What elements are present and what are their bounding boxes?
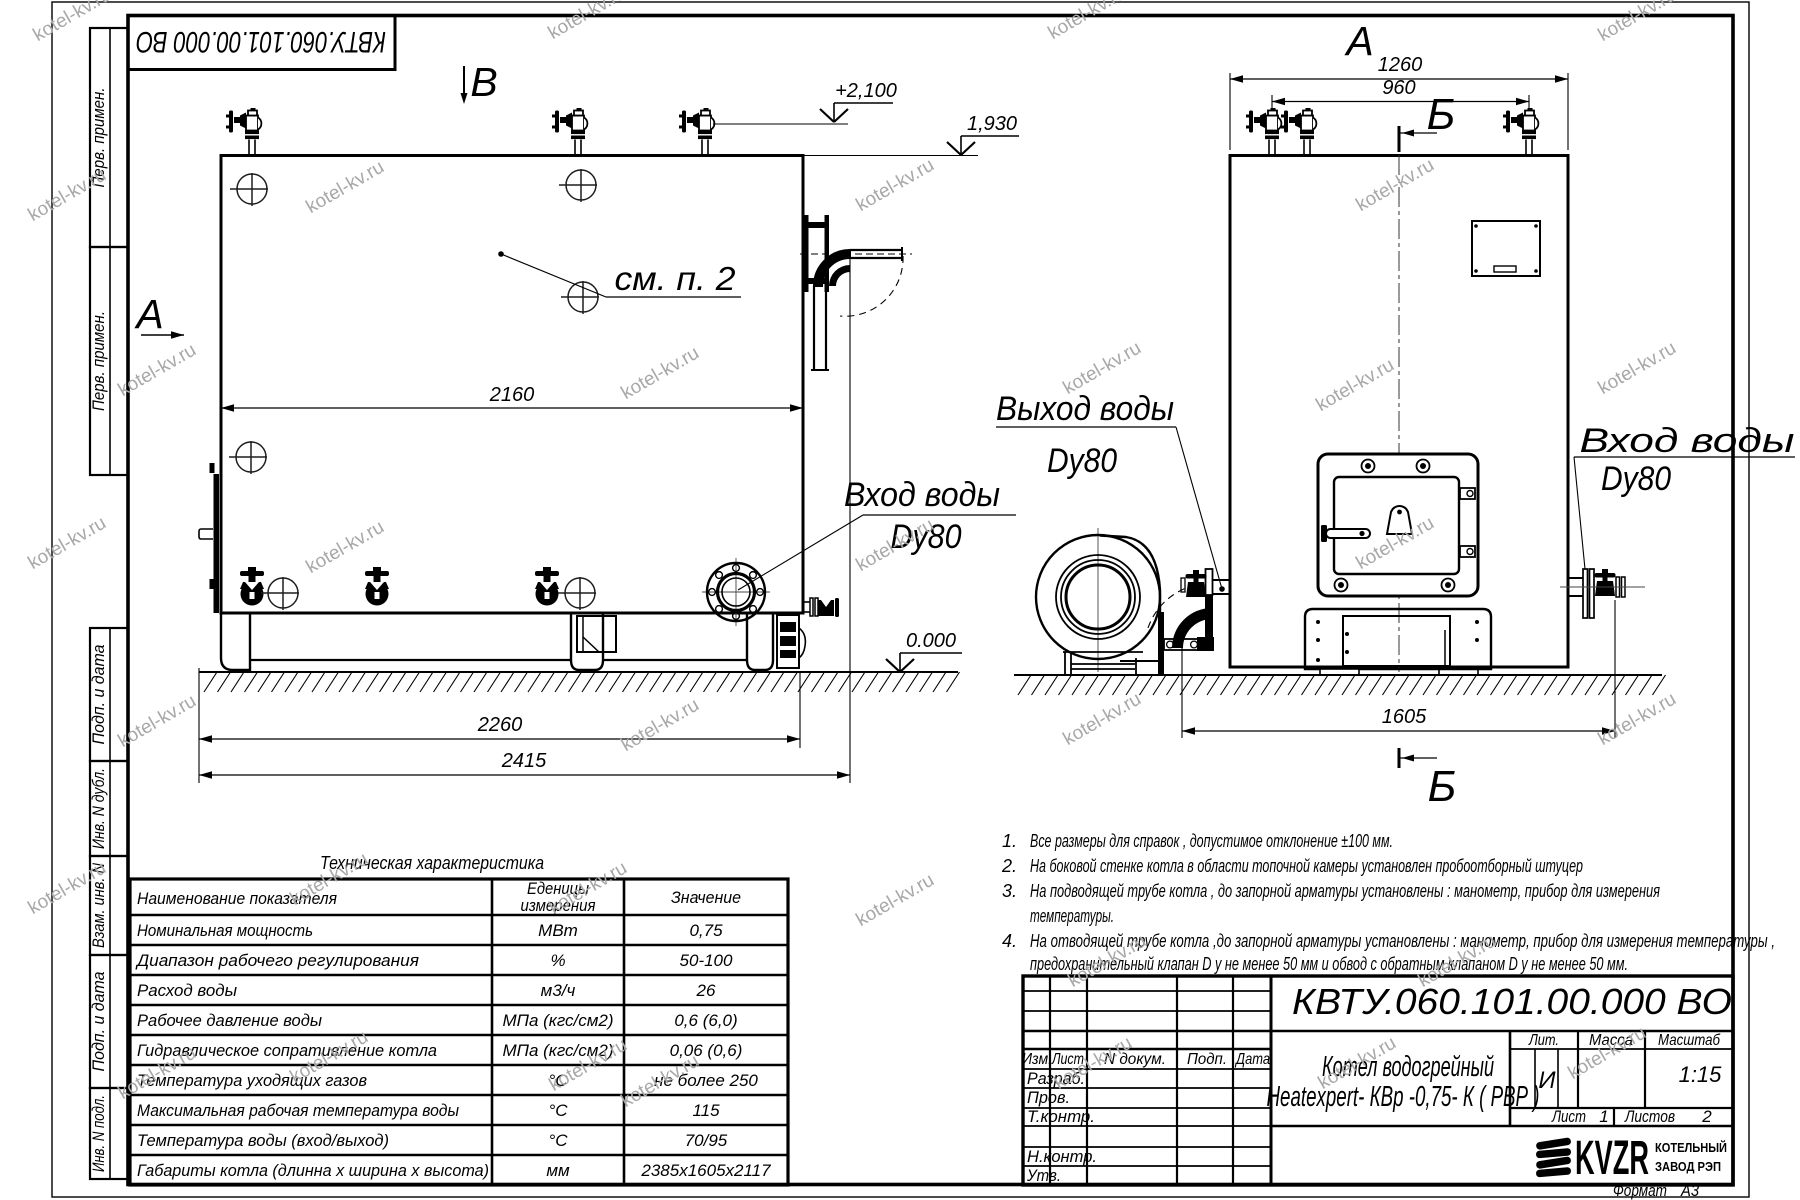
svg-text:°С: °С (548, 1101, 568, 1120)
svg-text:Инв. N подл.: Инв. N подл. (89, 1095, 108, 1172)
svg-text:2260: 2260 (477, 714, 523, 736)
svg-text:2: 2 (1701, 1107, 1712, 1126)
svg-text:0,06 (0,6): 0,06 (0,6) (670, 1041, 743, 1060)
svg-text:Взам. инв. N: Взам. инв. N (89, 862, 108, 948)
svg-text:0,75: 0,75 (689, 921, 723, 940)
svg-text:1260: 1260 (1378, 54, 1423, 76)
svg-text:см. п. 2: см. п. 2 (615, 260, 736, 297)
svg-text:КВТУ.060.101.00.000 ВО: КВТУ.060.101.00.000 ВО (136, 25, 386, 58)
svg-text:Гидравлическое сопративление к: Гидравлическое сопративление котла (137, 1041, 437, 1060)
svg-text:Утв.: Утв. (1026, 1166, 1061, 1185)
svg-text:Температура уходящих газов: Температура уходящих газов (137, 1071, 367, 1090)
svg-text:3.: 3. (1002, 881, 1017, 901)
svg-text:Инв. N дубл.: Инв. N дубл. (89, 768, 108, 849)
svg-text:960: 960 (1382, 77, 1415, 99)
svg-text:Пров.: Пров. (1027, 1088, 1070, 1107)
svg-text:Габариты котла (длинна х ширин: Габариты котла (длинна х ширина х высота… (137, 1161, 489, 1180)
svg-text:50-100: 50-100 (680, 951, 733, 970)
svg-text:0,6 (6,0): 0,6 (6,0) (674, 1011, 737, 1030)
svg-text:Б: Б (1428, 762, 1457, 811)
svg-text:предохранительный клапан D у: предохранительный клапан D у не менее 50… (1030, 954, 1628, 974)
svg-text:Dy80: Dy80 (1601, 460, 1671, 498)
svg-text:Лит.: Лит. (1528, 1032, 1559, 1049)
svg-text:Н.контр.: Н.контр. (1027, 1147, 1097, 1166)
svg-text:Листов: Листов (1624, 1107, 1675, 1126)
svg-text:КОТЕЛЬНЫЙ: КОТЕЛЬНЫЙ (1655, 1140, 1727, 1155)
svg-text:°С: °С (548, 1131, 568, 1150)
svg-text:На боковой стенке котла в обла: На боковой стенке котла в области топочн… (1030, 856, 1583, 876)
svg-text:Б: Б (1427, 90, 1456, 139)
svg-text:N докум.: N докум. (1104, 1051, 1166, 1068)
svg-text:Изм.: Изм. (1022, 1051, 1052, 1068)
svg-text:Диапазон рабочего регулировани: Диапазон рабочего регулирования (135, 951, 419, 970)
svg-text:Максимальная рабочая температу: Максимальная рабочая температура воды (137, 1101, 459, 1120)
svg-text:Наименование показателя: Наименование показателя (137, 889, 337, 908)
svg-text:Dy80: Dy80 (1047, 442, 1117, 480)
svg-text:Вход воды: Вход воды (1580, 422, 1795, 460)
svg-text:МВт: МВт (538, 921, 578, 940)
svg-text:Расход воды: Расход воды (137, 981, 237, 1000)
svg-text:1,930: 1,930 (967, 113, 1017, 135)
svg-text:115: 115 (692, 1101, 720, 1120)
svg-text:Выход воды: Выход воды (996, 390, 1174, 428)
svg-text:2385х1605х2117: 2385х1605х2117 (640, 1161, 771, 1180)
svg-text:Подп. и дата: Подп. и дата (89, 972, 108, 1072)
svg-text:Перв. примен.: Перв. примен. (89, 311, 108, 411)
svg-text:Номинальная мощность: Номинальная мощность (137, 921, 313, 940)
svg-text:А: А (133, 291, 163, 337)
svg-text:Масса: Масса (1589, 1032, 1633, 1049)
svg-text:На подводящей трубе котла ,: На подводящей трубе котла , до запорной … (1030, 881, 1660, 901)
svg-text:МПа (кгс/см2): МПа (кгс/см2) (502, 1011, 613, 1030)
svg-text:1: 1 (1599, 1107, 1608, 1126)
svg-text:Масштаб: Масштаб (1658, 1032, 1721, 1049)
svg-text:МПа (кгс/см2): МПа (кгс/см2) (502, 1041, 613, 1060)
svg-text:Т.контр.: Т.контр. (1027, 1107, 1095, 1126)
svg-text:Перв. примен.: Перв. примен. (89, 88, 108, 188)
svg-text:Еденицы: Еденицы (527, 879, 589, 898)
svg-text:В: В (470, 59, 497, 105)
svg-text:Подп. и дата: Подп. и дата (89, 645, 108, 745)
svg-text:И: И (1538, 1067, 1556, 1094)
svg-text:Dy80: Dy80 (891, 518, 962, 556)
svg-text:26: 26 (696, 981, 716, 1000)
svg-text:измерения: измерения (521, 896, 596, 915)
svg-text:Котел водогрейный: Котел водогрейный (1322, 1051, 1494, 1083)
svg-text:ЗАВОД РЭП: ЗАВОД РЭП (1655, 1159, 1721, 1174)
svg-text:%: % (550, 951, 565, 970)
svg-text:0.000: 0.000 (906, 630, 956, 652)
svg-text:Лист: Лист (1051, 1051, 1084, 1068)
svg-text:Heatexpert- КВр -0,75- К ( РВР: Heatexpert- КВр -0,75- К ( РВР ) (1267, 1081, 1540, 1113)
svg-text:Разраб.: Разраб. (1027, 1069, 1085, 1088)
svg-text:Вход воды: Вход воды (844, 476, 1000, 514)
svg-text:°С: °С (548, 1071, 568, 1090)
svg-text:2.: 2. (1001, 856, 1017, 876)
svg-text:Подп.: Подп. (1187, 1051, 1227, 1068)
svg-text:1:15: 1:15 (1679, 1062, 1723, 1087)
svg-text:Все размеры для справок , допу: Все размеры для справок , допустимое отк… (1030, 831, 1393, 851)
svg-text:не более 250: не более 250 (654, 1071, 758, 1090)
svg-text:+2,100: +2,100 (835, 80, 897, 102)
svg-text:А: А (1343, 18, 1373, 64)
svg-text:1.: 1. (1002, 831, 1017, 851)
svg-text:2160: 2160 (489, 384, 535, 406)
svg-text:Рабочее давление воды: Рабочее давление воды (137, 1011, 322, 1030)
svg-text:Формат: Формат (1613, 1181, 1667, 1200)
svg-text:4.: 4. (1002, 931, 1017, 951)
svg-text:Техническая характеристика: Техническая характеристика (320, 853, 544, 873)
svg-text:м3/ч: м3/ч (541, 981, 576, 1000)
svg-text:Дата: Дата (1234, 1051, 1270, 1068)
svg-text:Температура воды (вход/выход): Температура воды (вход/выход) (137, 1131, 389, 1150)
svg-text:1605: 1605 (1382, 706, 1427, 728)
svg-text:КВТУ.060.101.00.000 ВО: КВТУ.060.101.00.000 ВО (1292, 981, 1732, 1022)
svg-text:Значение: Значение (671, 888, 741, 907)
svg-text:Лист: Лист (1551, 1107, 1586, 1126)
svg-text:KVZR: KVZR (1575, 1132, 1649, 1185)
svg-text:температуры.: температуры. (1030, 906, 1114, 926)
svg-text:мм: мм (546, 1161, 570, 1180)
svg-text:А3: А3 (1680, 1181, 1699, 1200)
svg-text:На отводящей трубе котла ,до з: На отводящей трубе котла ,до запорной ар… (1030, 931, 1775, 951)
svg-text:70/95: 70/95 (685, 1131, 728, 1150)
svg-text:2415: 2415 (501, 750, 547, 772)
